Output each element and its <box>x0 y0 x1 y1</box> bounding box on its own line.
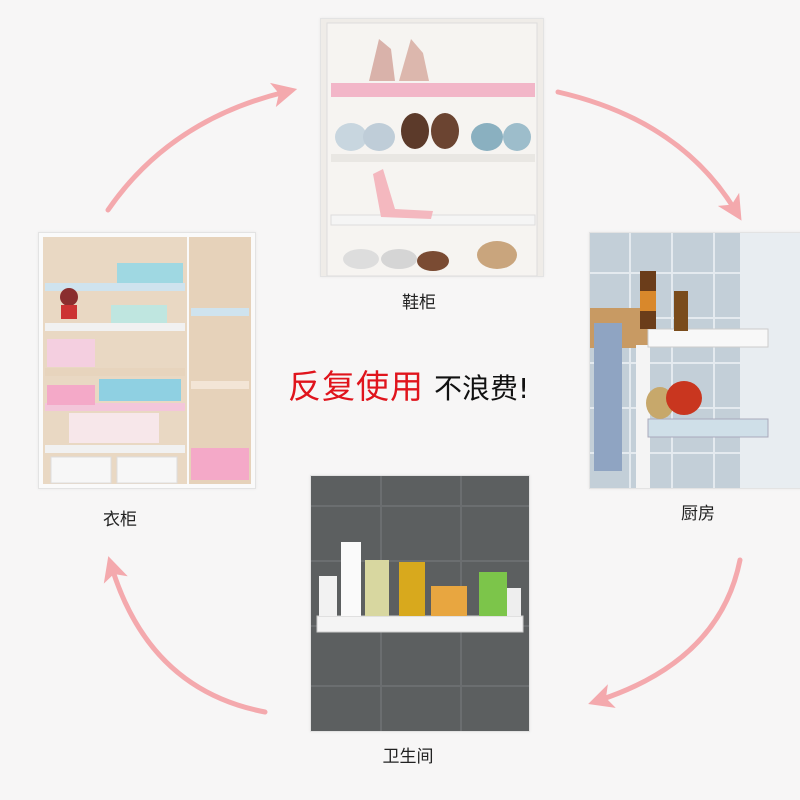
arrow-top-left <box>105 82 298 213</box>
kitchen-photo <box>589 232 800 489</box>
slogan-highlight: 反复使用 <box>288 367 424 406</box>
arrow-bottom-right <box>588 557 743 708</box>
bathroom-caption: 卫生间 <box>382 747 434 767</box>
bathroom-photo <box>310 475 530 732</box>
slogan: 反复使用不浪费! <box>288 360 530 406</box>
kitchen-caption: 厨房 <box>681 504 715 524</box>
wardrobe-caption: 衣柜 <box>103 510 137 530</box>
slogan-rest: 不浪费! <box>434 372 530 405</box>
shoe-cabinet-caption: 鞋柜 <box>402 293 436 313</box>
arrow-bottom-left <box>103 556 268 715</box>
shoe-cabinet-photo <box>320 18 544 277</box>
wardrobe-photo <box>38 232 256 489</box>
arrow-top-right <box>555 89 742 221</box>
